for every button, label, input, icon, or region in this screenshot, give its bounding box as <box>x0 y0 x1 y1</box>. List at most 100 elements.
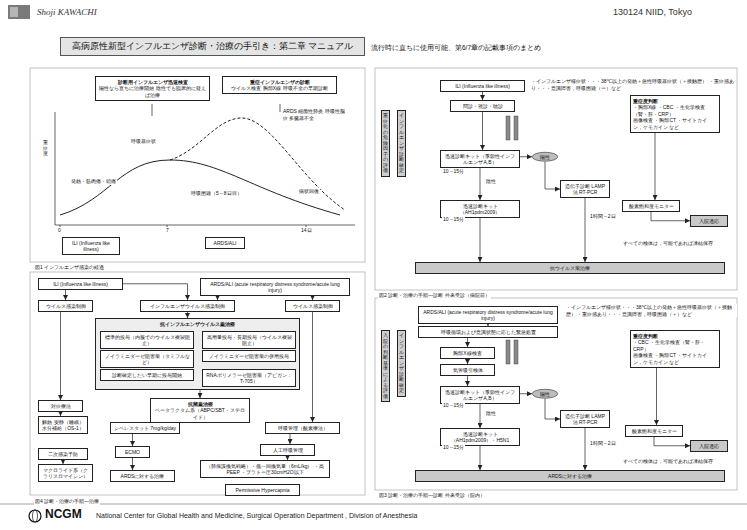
box-text: 酸素飽和度モニター <box>625 203 677 210</box>
box-heading: 抗菌薬治療 <box>153 401 247 408</box>
logo-globe <box>33 510 38 522</box>
flow-arrow <box>467 338 468 348</box>
curve-annotation: 発熱・筋肉痛・頭痛 <box>70 178 117 185</box>
flow-arrow <box>480 404 481 428</box>
process-box: 診断確定しだい早期に投与開始 <box>100 369 194 381</box>
result-ellipse: 陽性 <box>532 152 558 162</box>
vertical-band: インフルエンザ診断確定 <box>397 330 406 397</box>
swab-icon <box>514 340 518 364</box>
time-note: 10～15分 <box>442 444 465 451</box>
box-text: 呼吸循環および意識状態に応じた緊急処置 <box>421 329 555 336</box>
box-text: インフルエンザウイルス感染制御 <box>143 303 232 310</box>
swab-icon <box>506 340 510 364</box>
flow-arrow <box>585 428 586 470</box>
process-box: ARDS/ALI (acute respiratory distress syn… <box>200 278 350 296</box>
process-box: 高用量投与・長期投与（ウイルス複製阻止） <box>202 331 296 349</box>
time-note: 10～15分 <box>442 216 465 223</box>
box-text: 入院適応 <box>693 218 725 225</box>
box-heading: 診断用インフルエンザ迅速検査 <box>98 79 207 86</box>
process-box: 呼吸循環および意識状態に応じた緊急処置 <box>418 326 558 338</box>
process-box: 問診・視診・聴診 <box>450 100 515 112</box>
curve-annotation: 呼吸困難（5～8日目） <box>190 190 243 197</box>
box-text: ARDSに対する治療 <box>113 473 172 480</box>
box-text: ARDS/ALI (acute respiratory distress syn… <box>421 309 555 322</box>
storage-note: すべての検体は，可能であれば凍結保存 <box>622 458 734 465</box>
box-text: 酸素飽和度モニター <box>628 428 680 435</box>
process-box: 標準的投与（内服でのウイルス複製阻止） <box>100 331 194 349</box>
y-axis <box>55 112 56 225</box>
flow-arrow <box>520 156 532 157</box>
swab-icon <box>514 116 518 140</box>
action-bar: 抗ウイルス薬治療 <box>415 262 725 274</box>
flow-arrow <box>656 368 657 426</box>
vertical-band: 入院の判断基準による評価 <box>381 330 390 402</box>
box-text: 迅速診断キット（AH1pdm2009）・H5N1 <box>443 431 517 444</box>
flow-arrow <box>482 112 483 151</box>
x-axis <box>55 225 355 226</box>
process-box: 胸部X線検査 <box>440 347 495 359</box>
figure-caption: 図2 診断・治療の手順―診断 外来受診（病院前） <box>378 292 491 299</box>
process-box: 酸素飽和度モニター <box>625 425 683 437</box>
axis-title: 重症度 <box>42 140 49 157</box>
process-box: 抗菌薬治療ベータラクタム系（ABPC/SBT・ステロイド） <box>150 398 250 423</box>
process-box: マクロライド系（クラリスロマイシン） <box>38 464 93 482</box>
flow-arrow <box>65 290 66 301</box>
process-box: 診断用インフルエンザ迅速検査陽性なら直ちに治療開始 陰性でも臨床的に疑えば治療 <box>95 76 210 101</box>
author-name: Shoji KAWACHI <box>36 7 98 19</box>
box-text: インフルエンザ診断確定 <box>399 333 404 394</box>
process-box: 迅速診断キット（季節性インフルエンザA,B） <box>440 150 520 168</box>
slide-title: 高病原性新型インフルエンザ診断・治療の手引き：第二章 マニュアル <box>60 37 365 56</box>
vertical-band: 重症化の危険因子の評価 <box>381 110 390 177</box>
box-text: ウイルス検査 胸部X線 呼吸不全の早期診断 <box>225 85 334 92</box>
box-text: ILI (Influenza like illness) <box>41 281 120 288</box>
box-heading: 抗インフルエンザウイルス薬治療 <box>98 321 297 328</box>
box-text: ECMO <box>118 449 147 456</box>
flow-arrow <box>467 376 468 387</box>
box-heading: 重症度判断 <box>633 333 717 340</box>
box-text: RNAポリメラーゼ阻害薬（アビガン：T-705） <box>205 372 293 385</box>
process-box: ウイルス感染制御 <box>38 300 93 312</box>
storage-note: すべての検体は，可能であれば凍結保存 <box>622 240 734 247</box>
flow-arrow <box>290 434 291 445</box>
process-box: 重症度判断・CBC ・生化学検査（腎・肝・CRP）画像検査 ・胸部CT ・サイト… <box>630 330 720 368</box>
result-ellipse: 陽性 <box>532 389 558 399</box>
curve-annotation: 病状回復 <box>298 188 320 195</box>
box-text: 迅速診断キット（季節性インフルエンザA,B） <box>443 153 517 166</box>
box-text: ウイルス感染制御 <box>288 303 337 310</box>
axis-tick-label: 7 <box>165 227 170 234</box>
time-note: 1時間～2日 <box>589 440 617 447</box>
box-text: Permissive Hypercapnia <box>228 487 297 494</box>
axis-tick-label: 0 <box>57 227 62 234</box>
leader-line <box>152 104 153 116</box>
box-text: ・胸部X線 ・CBC ・生化学検査（腎・肝・CRP） <box>633 104 717 117</box>
box-text: 陽性 <box>534 391 556 398</box>
box-text: 胸部X線検査 <box>443 350 492 357</box>
flow-arrow <box>132 458 133 471</box>
box-text: シベレスタット 7mg/kg/day <box>113 425 177 432</box>
process-box: 対症療法 <box>38 400 83 412</box>
result-label: 陰性 <box>485 410 497 417</box>
flow-arrow <box>545 399 560 420</box>
leader-line <box>280 104 281 112</box>
box-text: 迅速診断キット（AH1pdm2009） <box>443 203 517 216</box>
process-box: 気管吸引検体 <box>440 364 495 376</box>
box-text: 標準的投与（内服でのウイルス複製阻止） <box>103 334 191 347</box>
footer-rule <box>0 504 747 505</box>
box-text: ベータラクタム系（ABPC/SBT・ステロイド） <box>153 407 247 420</box>
flow-arrow <box>480 168 481 200</box>
process-box: ARDS/ALI (acute respiratory distress syn… <box>418 306 558 324</box>
time-note: 10～15分 <box>442 402 465 409</box>
flow-arrow <box>654 437 690 446</box>
criteria-note: ・インフルエンザ様症状・・・38℃以上の発熱＋急性呼吸器症状（＋接触歴） ・重症… <box>565 304 737 317</box>
process-box: ノイラミニダーゼ阻害薬の併用投与 <box>202 350 296 362</box>
box-text: 画像検査 ・胸部CT ・サイトカイン，ケモカイン など <box>633 352 717 365</box>
process-box: 呼吸管理（酸素療法） <box>265 422 340 434</box>
process-box: ARDSに対する治療 <box>110 470 175 482</box>
box-text: 重症化の危険因子の評価 <box>383 113 388 174</box>
flow-arrow <box>480 218 481 262</box>
box-text: 画像検査 ・胸部CT ・サイトカイン，ケモカイン など <box>633 117 717 130</box>
swab-icon <box>506 116 510 140</box>
process-box: 酸素飽和度モニター <box>622 200 680 212</box>
box-text: 診断確定しだい早期に投与開始 <box>103 372 191 379</box>
flow-arrow <box>545 162 560 190</box>
